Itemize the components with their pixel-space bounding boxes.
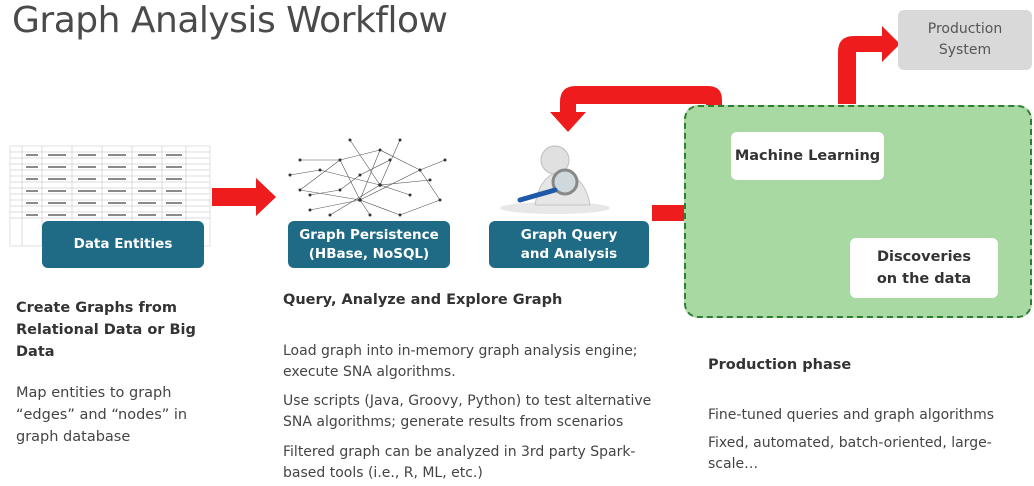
middle-paragraph-line: Load graph into in-memory graph analysis… [283, 343, 638, 359]
left-body: Map entities to graph “edges” and “nodes… [16, 382, 266, 448]
left-body-line: Map entities to graph [16, 385, 172, 401]
page-title: Graph Analysis Workflow [12, 0, 448, 41]
left-body-line: “edges” and “nodes” in [16, 407, 188, 423]
graph-query-box: Graph Query and Analysis [489, 221, 649, 268]
middle-paragraph-3: Filtered graph can be analyzed in 3rd pa… [283, 442, 683, 484]
production-system-label-line1: Production [927, 21, 1003, 37]
right-paragraph-line: Fixed, automated, batch-oriented, large- [708, 435, 992, 451]
graph-network-icon [289, 139, 446, 216]
production-system-label-line2: System [938, 42, 992, 58]
graph-persistence-box: Graph Persistence (HBase, NoSQL) [288, 221, 450, 268]
right-paragraph-line: scale… [708, 456, 759, 472]
graph-persistence-label-line1: Graph Persistence [299, 226, 439, 243]
discoveries-label-line2: on the data [876, 271, 972, 287]
middle-paragraph-line: execute SNA algorithms. [283, 364, 456, 380]
left-body-line: graph database [16, 429, 131, 445]
left-heading-line: Create Graphs from [16, 300, 177, 316]
middle-paragraph-line: Use scripts (Java, Groovy, Python) to te… [283, 393, 652, 409]
magnifier-figure-icon [500, 145, 610, 214]
left-heading-line: Relational Data or Big [16, 322, 196, 338]
production-system-box: Production System [898, 10, 1032, 70]
middle-paragraph-1: Load graph into in-memory graph analysis… [283, 341, 683, 383]
data-entities-box: Data Entities [42, 221, 204, 268]
middle-paragraph-2: Use scripts (Java, Groovy, Python) to te… [283, 391, 683, 433]
left-heading: Create Graphs from Relational Data or Bi… [16, 297, 266, 363]
middle-heading: Query, Analyze and Explore Graph [283, 292, 563, 308]
graph-query-label-line1: Graph Query [520, 226, 618, 243]
machine-learning-label: Machine Learning [734, 148, 881, 164]
middle-paragraph-line: based tools (i.e., R, ML, etc.) [283, 465, 483, 481]
right-paragraph-line: Fine-tuned queries and graph algorithms [708, 407, 995, 423]
right-paragraph-1: Fine-tuned queries and graph algorithms [708, 405, 1028, 426]
discoveries-box: Discoveries on the data [850, 238, 998, 298]
left-heading-line: Data [16, 344, 55, 360]
discoveries-label-line1: Discoveries [876, 249, 972, 265]
middle-paragraph-line: SNA algorithms; generate results from sc… [283, 414, 624, 430]
graph-persistence-label-line2: (HBase, NoSQL) [308, 245, 430, 262]
right-heading: Production phase [708, 357, 852, 373]
machine-learning-box: Machine Learning [731, 132, 884, 180]
graph-query-label-line2: and Analysis [520, 245, 618, 262]
middle-paragraph-line: Filtered graph can be analyzed in 3rd pa… [283, 444, 636, 460]
data-entities-label: Data Entities [73, 236, 173, 252]
right-paragraph-2: Fixed, automated, batch-oriented, large-… [708, 433, 1028, 475]
